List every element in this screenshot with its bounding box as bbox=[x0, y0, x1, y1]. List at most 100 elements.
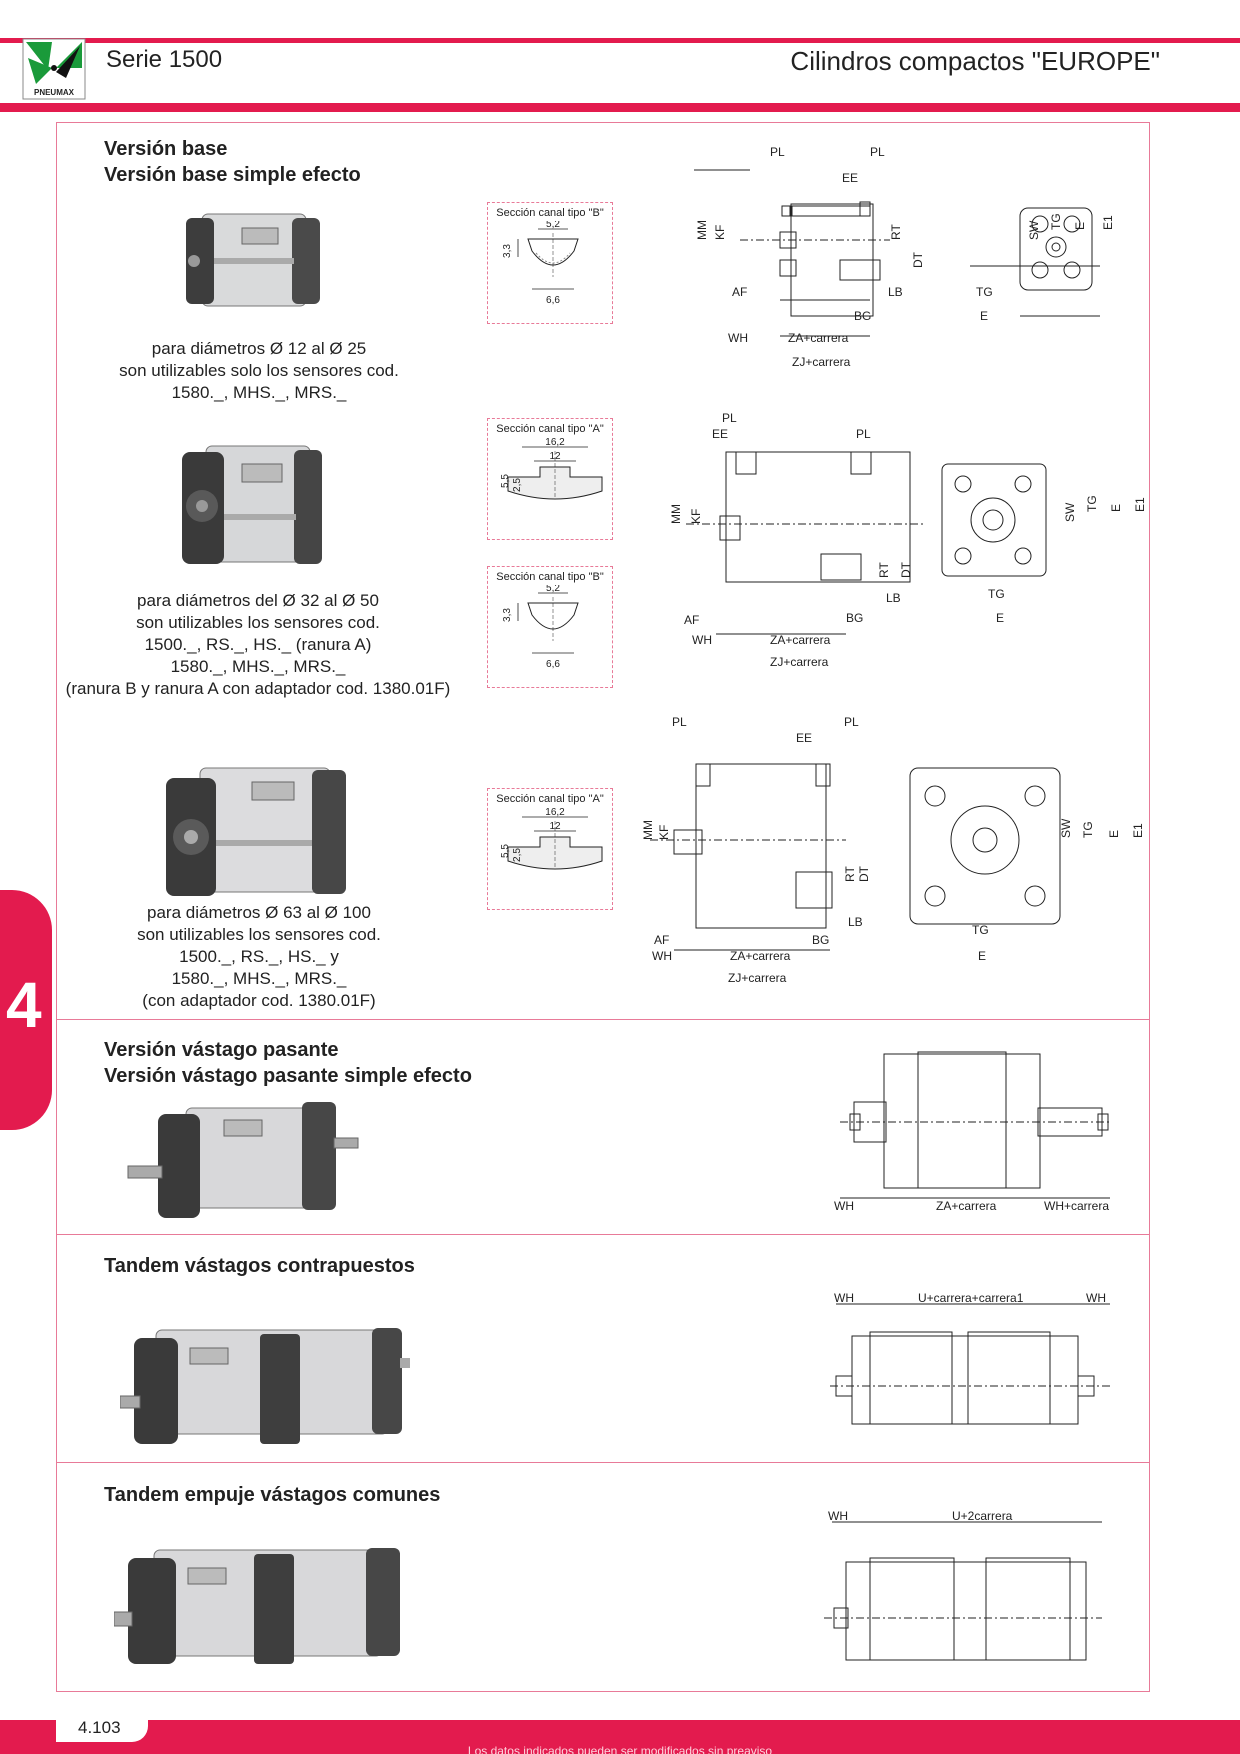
dim-label: U+2carrera bbox=[952, 1509, 1013, 1523]
note-line: 1500._, RS._, HS._ (ranura A) bbox=[144, 635, 372, 654]
dim-label: RT bbox=[889, 224, 903, 240]
dim-label: SW bbox=[1063, 502, 1077, 522]
dim-label: WH bbox=[834, 1291, 854, 1305]
slot-title: Sección canal tipo "A" bbox=[496, 423, 604, 435]
note-line: (con adaptador cod. 1380.01F) bbox=[142, 991, 376, 1010]
slot-dim: 16,2 bbox=[545, 807, 565, 818]
dim-label: KF bbox=[713, 225, 727, 240]
dim-label: ZJ+carrera bbox=[770, 655, 829, 669]
drawing-through-rod: WH ZA+carrera WH+carrera bbox=[834, 1051, 1110, 1213]
header-bottom-band bbox=[0, 103, 1240, 112]
note-line: para diámetros Ø 63 al Ø 100 bbox=[147, 903, 371, 922]
slot-title: Sección canal tipo "B" bbox=[496, 571, 604, 583]
dim-label: PL bbox=[722, 411, 737, 425]
footer-band bbox=[0, 1720, 1240, 1754]
note-line: para diámetros del Ø 32 al Ø 50 bbox=[137, 591, 379, 610]
sensor-note-63-100: para diámetros Ø 63 al Ø 100 son utiliza… bbox=[84, 902, 434, 1012]
note-line: 1580._, MHS._, MRS._ bbox=[171, 383, 347, 402]
slot-title: Sección canal tipo "B" bbox=[496, 207, 604, 219]
slot-title: Sección canal tipo "A" bbox=[496, 793, 604, 805]
section-divider bbox=[56, 1462, 1150, 1463]
dim-label: MM bbox=[695, 220, 709, 240]
cylinder-photo-small bbox=[186, 213, 320, 307]
drawing-base-medium: PL EE PL MM KF RT DT LB AF BG WH ZA+carr… bbox=[669, 411, 1147, 669]
dim-label: ZJ+carrera bbox=[792, 355, 851, 369]
dim-label: TG bbox=[1049, 213, 1063, 230]
dim-label: KF bbox=[657, 825, 671, 840]
dim-label: ZA+carrera bbox=[730, 949, 791, 963]
dim-label: SW bbox=[1059, 818, 1073, 838]
dim-label: RT bbox=[877, 562, 891, 578]
dim-label: ZJ+carrera bbox=[728, 971, 787, 985]
section-heading-tandem-opposed: Tandem vástagos contrapuestos bbox=[104, 1253, 415, 1279]
dim-label: WH bbox=[1086, 1291, 1106, 1305]
page-title: Cilindros compactos "EUROPE" bbox=[790, 46, 1160, 76]
dim-label: ZA+carrera bbox=[936, 1199, 997, 1213]
drawing-base-small: PL PL EE MM KF RT DT AF LB BG WH ZA+carr… bbox=[694, 145, 1115, 369]
cylinder-photo-tandem-push bbox=[114, 1548, 400, 1664]
slot-dim: 16,2 bbox=[545, 437, 565, 448]
dim-label: E1 bbox=[1131, 823, 1145, 838]
dim-label: WH bbox=[728, 331, 748, 345]
dim-label: WH bbox=[828, 1509, 848, 1523]
dim-label: TG bbox=[972, 923, 989, 937]
dim-label: WH bbox=[692, 633, 712, 647]
dim-label: TG bbox=[1081, 821, 1095, 838]
dim-label: MM bbox=[669, 504, 683, 524]
dim-label: E bbox=[980, 309, 988, 323]
dim-label: RT bbox=[843, 866, 857, 882]
slot-dim: 5,2 bbox=[546, 221, 560, 230]
slot-dim: 12 bbox=[549, 451, 561, 462]
slot-dim: 5,2 bbox=[546, 585, 560, 594]
series-title: Serie 1500 bbox=[106, 46, 223, 73]
cylinder-photo-large bbox=[166, 767, 346, 896]
dim-label: PL bbox=[870, 145, 885, 159]
note-line: son utilizables los sensores cod. bbox=[136, 613, 380, 632]
section-heading-base: Versión base Versión base simple efecto bbox=[104, 136, 361, 188]
cylinder-photo-through-rod bbox=[127, 1102, 359, 1218]
dim-label: TG bbox=[988, 587, 1005, 601]
dim-label: E bbox=[1073, 222, 1087, 230]
cylinder-photo-medium bbox=[182, 445, 322, 564]
heading-line: Versión base bbox=[104, 138, 228, 160]
slot-dim: 6,6 bbox=[546, 659, 560, 670]
drawing-base-large: PL PL EE MM KF RT DT LB BG AF WH ZA+carr… bbox=[641, 715, 1145, 985]
section-divider bbox=[56, 1234, 1150, 1235]
heading-line: Versión vástago pasante simple efecto bbox=[104, 1065, 472, 1087]
dim-label: EE bbox=[796, 731, 812, 745]
dim-label: LB bbox=[848, 915, 863, 929]
section-heading-through-rod: Versión vástago pasante Versión vástago … bbox=[104, 1037, 472, 1089]
dim-label: TG bbox=[1085, 495, 1099, 512]
slot-dim: 5,5 bbox=[500, 474, 511, 488]
dim-label: AF bbox=[654, 933, 669, 947]
dim-label: KF bbox=[689, 509, 703, 524]
footer-disclaimer: Los datos indicados pueden ser modificad… bbox=[467, 1744, 773, 1754]
dim-label: E1 bbox=[1133, 497, 1147, 512]
slot-section-a-1: Sección canal tipo "A" 16,2 12 5,5 2,5 bbox=[487, 418, 613, 540]
header-top-line bbox=[0, 38, 1240, 43]
slot-dim: 2,5 bbox=[512, 848, 523, 862]
drawing-tandem-opposed: WH U+carrera+carrera1 WH bbox=[830, 1291, 1110, 1425]
dim-label: EE bbox=[842, 171, 858, 185]
dim-label: DT bbox=[899, 561, 913, 578]
dim-label: PL bbox=[844, 715, 859, 729]
note-line: (ranura B y ranura A con adaptador cod. … bbox=[65, 679, 451, 698]
note-line: 1580._, MHS._, MRS._ bbox=[170, 657, 346, 676]
page-number: 4.103 bbox=[78, 1718, 121, 1737]
dim-label: WH+carrera bbox=[1044, 1199, 1109, 1213]
slot-section-b-2: Sección canal tipo "B" 5,2 3,3 6,6 bbox=[487, 566, 613, 688]
dim-label: ZA+carrera bbox=[788, 331, 849, 345]
dim-label: AF bbox=[684, 613, 699, 627]
slot-section-a-2: Sección canal tipo "A" 16,2 12 5,5 2,5 bbox=[487, 788, 613, 910]
brand-text: PNEUMAX bbox=[34, 88, 75, 97]
section-divider bbox=[56, 1019, 1150, 1020]
dim-label: TG bbox=[976, 285, 993, 299]
slot-dim: 2,5 bbox=[512, 478, 523, 492]
note-line: son utilizables solo los sensores cod. bbox=[119, 361, 399, 380]
dim-label: PL bbox=[672, 715, 687, 729]
heading-line: Versión vástago pasante bbox=[104, 1039, 339, 1061]
sensor-note-32-50: para diámetros del Ø 32 al Ø 50 son util… bbox=[56, 590, 460, 700]
dim-label: AF bbox=[732, 285, 747, 299]
dim-label: BG bbox=[812, 933, 829, 947]
note-line: 1500._, RS._, HS._ y bbox=[179, 947, 339, 966]
